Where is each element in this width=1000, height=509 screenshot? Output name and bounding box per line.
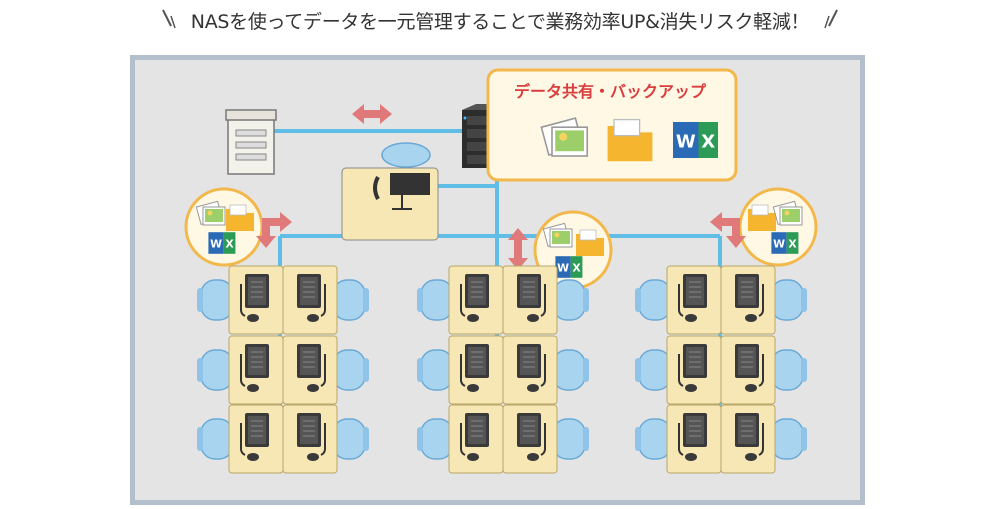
chair-icon bbox=[416, 279, 454, 321]
chair-icon bbox=[770, 279, 808, 321]
right-spark-icon bbox=[824, 9, 839, 29]
phone-fax-icon bbox=[341, 142, 439, 241]
chair-icon bbox=[196, 418, 234, 460]
page-title: NASを使ってデータを一元管理することで業務効率UP&消失リスク軽減！ bbox=[190, 10, 810, 33]
header: NASを使ってデータを一元管理することで業務効率UP&消失リスク軽減！ bbox=[0, 6, 1000, 34]
nas-share-label: データ共有・バックアップ bbox=[513, 82, 706, 101]
shared-files-bubble-left bbox=[184, 187, 264, 267]
sync-arrow-right bbox=[710, 212, 746, 248]
chair-icon bbox=[552, 349, 590, 391]
desk-group-left bbox=[196, 265, 370, 474]
chair-icon bbox=[332, 279, 370, 321]
chair-icon bbox=[552, 418, 590, 460]
nas-share-panel bbox=[486, 68, 738, 182]
sync-arrow-left bbox=[256, 212, 292, 248]
chair-icon bbox=[634, 349, 672, 391]
left-spark-icon bbox=[161, 9, 176, 29]
chair-icon bbox=[634, 418, 672, 460]
chair-icon bbox=[634, 279, 672, 321]
chair-icon bbox=[770, 349, 808, 391]
chair-icon bbox=[416, 349, 454, 391]
chair-icon bbox=[770, 418, 808, 460]
chair-icon bbox=[196, 279, 234, 321]
sync-arrow-top bbox=[352, 104, 392, 124]
copier-icon bbox=[225, 109, 277, 175]
chair-icon bbox=[196, 349, 234, 391]
word-excel-icon bbox=[673, 122, 718, 158]
desk-group-center bbox=[416, 265, 590, 474]
desk-group-right bbox=[634, 265, 808, 474]
desk-groups bbox=[196, 265, 808, 474]
sync-arrow-center bbox=[508, 228, 528, 270]
shared-files-bubble-right bbox=[738, 187, 818, 267]
chair-icon bbox=[332, 349, 370, 391]
chair-icon bbox=[332, 418, 370, 460]
chair-icon bbox=[416, 418, 454, 460]
